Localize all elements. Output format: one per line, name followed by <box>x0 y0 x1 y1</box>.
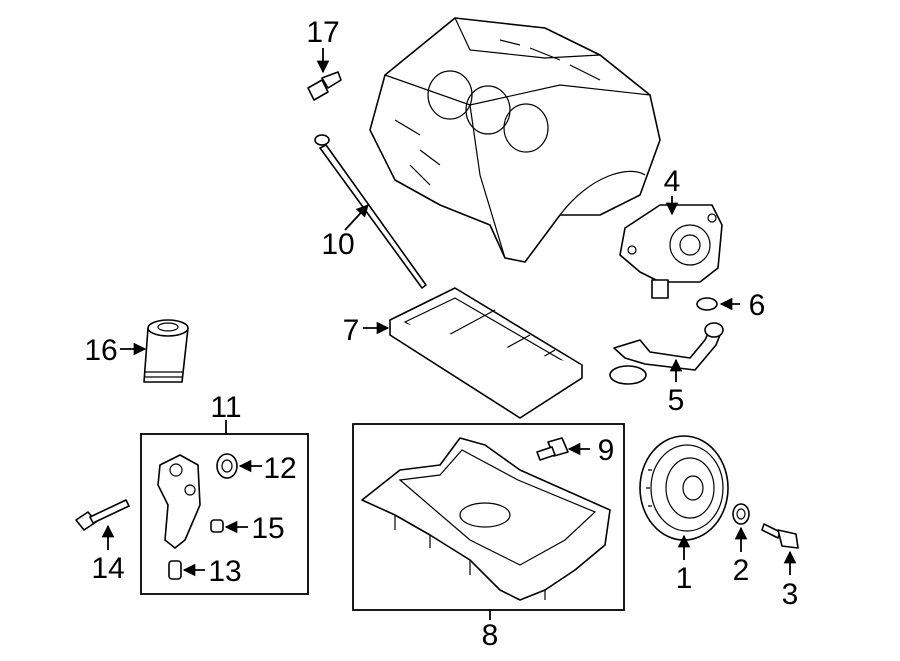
callout-4: 4 <box>664 165 681 198</box>
sleeve-icon <box>168 560 182 580</box>
washer-icon <box>732 503 750 525</box>
callout-14: 14 <box>91 552 124 585</box>
dipstick-icon <box>314 134 427 289</box>
callout-1: 1 <box>676 562 693 595</box>
callout-2: 2 <box>733 554 750 587</box>
oil-filter-icon <box>143 319 189 383</box>
callout-6: 6 <box>749 289 766 322</box>
oil-pan-baffle-icon <box>389 287 583 419</box>
callout-8: 8 <box>482 619 499 652</box>
pulley-bolt-icon <box>761 523 799 549</box>
callout-17: 17 <box>306 16 339 49</box>
callout-5: 5 <box>668 384 685 417</box>
o-ring-icon <box>696 297 718 311</box>
callout-10: 10 <box>321 228 354 261</box>
callout-12: 12 <box>263 452 296 485</box>
plug-icon <box>210 519 224 533</box>
callout-9: 9 <box>598 434 615 467</box>
oil-pan-group-box <box>352 423 625 611</box>
callout-3: 3 <box>782 578 799 611</box>
drain-plug-icon <box>536 437 569 461</box>
crankshaft-pulley-icon <box>639 435 729 541</box>
engine-block-icon <box>369 17 661 263</box>
oil-pickup-tube-icon <box>609 322 724 385</box>
callout-13: 13 <box>208 555 241 588</box>
oil-pan-icon <box>361 437 611 601</box>
filter-adapter-icon <box>157 454 201 549</box>
callout-7: 7 <box>343 314 360 347</box>
callout-15: 15 <box>251 512 284 545</box>
oil-pump-icon <box>619 204 723 299</box>
filter-adapter-group-box <box>140 433 309 595</box>
callout-16: 16 <box>84 334 117 367</box>
oil-pressure-sender-icon <box>307 71 342 101</box>
gasket-icon <box>216 453 238 479</box>
callout-11: 11 <box>210 391 241 424</box>
bolt-icon <box>75 499 130 531</box>
